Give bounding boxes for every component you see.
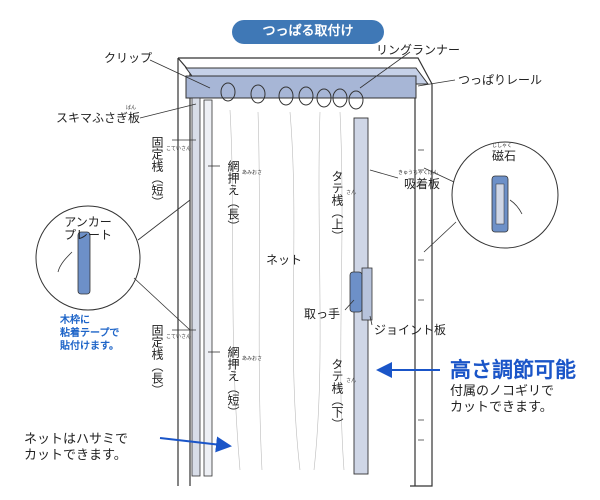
height-adjust-heading: 高さ調節可能 bbox=[450, 358, 576, 382]
gap-plate-ruby: ばん bbox=[126, 105, 137, 111]
anchor-tape-line-2: 粘着テープで bbox=[60, 328, 120, 339]
net bbox=[229, 109, 345, 471]
ring-runners bbox=[220, 82, 364, 110]
rail-label: つっぱりレール bbox=[458, 73, 543, 87]
net-holder-short-ruby: あみおさ bbox=[242, 356, 263, 362]
saw-cut-line-2: カットできます。 bbox=[450, 400, 553, 415]
leader-lines bbox=[139, 51, 456, 353]
joint-plate-shape bbox=[361, 267, 373, 321]
handle-shape bbox=[349, 271, 363, 313]
tension-rail bbox=[185, 67, 429, 99]
net-label: ネット bbox=[266, 253, 303, 267]
fixed-short-label: 固定桟（短） bbox=[150, 136, 164, 208]
scissor-cut-line-2: カットできます。 bbox=[24, 448, 127, 463]
magnet-ruby: じしゃく bbox=[492, 143, 513, 149]
anchor-tape-line-1: 木枠に bbox=[60, 315, 90, 326]
joint-plate-label: ジョイント板 bbox=[374, 323, 447, 337]
fixed-bar-left bbox=[191, 97, 201, 477]
scissor-cut-note: ネットはハサミで カットできます。 bbox=[24, 432, 128, 464]
fixed-short-ruby: こていさん bbox=[166, 146, 192, 152]
fixed-long-ruby: こていさん bbox=[166, 334, 192, 340]
gap-plate-label: スキマふさぎ板 bbox=[56, 111, 141, 125]
anchor-tape-note: 木枠に 粘着テープで 貼付けます。 bbox=[60, 314, 119, 353]
door-frame bbox=[177, 57, 433, 487]
anchor-plate-label: アンカープレート bbox=[63, 215, 112, 242]
saw-cut-line-1: 付属のノコギリで bbox=[450, 384, 555, 399]
ring-runner-label: リングランナー bbox=[376, 43, 461, 57]
page-title: つっぱる取付け bbox=[232, 20, 384, 44]
magnet-label: 磁石 bbox=[492, 149, 517, 163]
anchor-tape-line-3: 貼付けます。 bbox=[60, 341, 119, 352]
net-holder-long-ruby: あみおさ bbox=[242, 170, 263, 176]
clip-label: クリップ bbox=[104, 51, 153, 65]
scissor-cut-line-1: ネットはハサミで bbox=[24, 432, 129, 447]
frame-scale-marks bbox=[418, 149, 424, 441]
suction-plate-label: 吸着板 bbox=[404, 177, 441, 191]
net-holder-left bbox=[203, 99, 213, 477]
handle-label: 取っ手 bbox=[304, 307, 341, 321]
upright-bottom-ruby: さん bbox=[346, 378, 357, 384]
anchor-plate-shape bbox=[77, 231, 91, 295]
fixed-long-label: 固定桟（長） bbox=[150, 324, 164, 396]
saw-cut-note: 付属のノコギリで カットできます。 bbox=[450, 384, 554, 416]
net-holder-long-label: 網押え（長） bbox=[226, 160, 240, 232]
upright-top-label: タテ桟（上） bbox=[330, 170, 344, 242]
suction-plate-ruby: きゅうちゃくばん bbox=[398, 170, 439, 176]
scissor-cut-arrow bbox=[159, 436, 232, 453]
upright-top-ruby: さん bbox=[346, 190, 357, 196]
upright-bottom-label: タテ桟（下） bbox=[330, 358, 344, 430]
net-holder-short-label: 網押え（短） bbox=[226, 346, 240, 418]
